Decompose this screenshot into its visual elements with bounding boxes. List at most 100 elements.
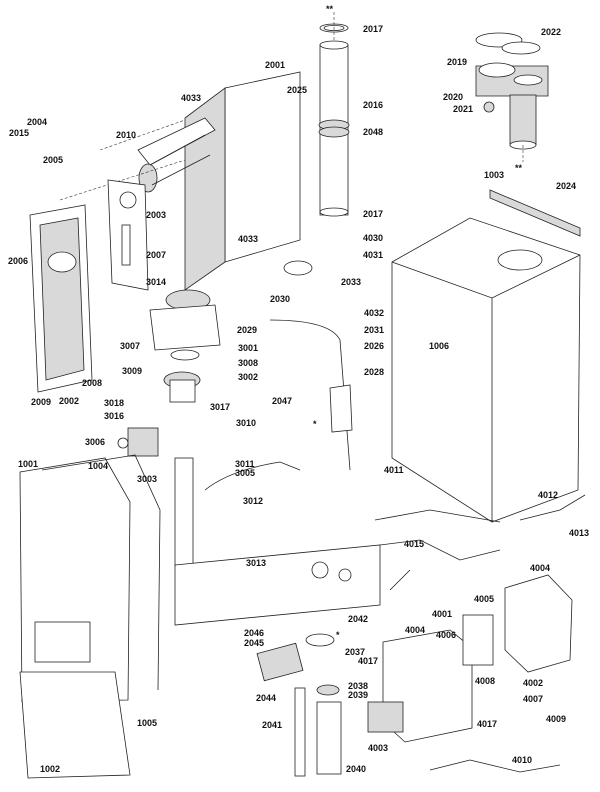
- label-3006: 3006: [85, 437, 105, 447]
- label-4003: 4003: [368, 743, 388, 753]
- label-4004: 4004: [530, 563, 550, 573]
- label-2025: 2025: [287, 85, 307, 95]
- label-2040: 2040: [346, 764, 366, 774]
- label-2026: 2026: [364, 341, 384, 351]
- label-4001: 4001: [432, 609, 452, 619]
- label-3001: 3001: [238, 343, 258, 353]
- label-3014: 3014: [146, 277, 166, 287]
- label-3013: 3013: [246, 558, 266, 568]
- label-4033: 4033: [181, 93, 201, 103]
- label-2041: 2041: [262, 720, 282, 730]
- label-4007: 4007: [523, 694, 543, 704]
- flue-adaptor-assembly: [475, 32, 549, 162]
- label-2044: 2044: [256, 693, 276, 703]
- label-2017: 2017: [363, 24, 383, 34]
- label-4010: 4010: [512, 755, 532, 765]
- label-3008: 3008: [238, 358, 258, 368]
- label-4005: 4005: [474, 594, 494, 604]
- condensate-assembly: [256, 633, 342, 777]
- label-2019: 2019: [447, 57, 467, 67]
- label-2022: 2022: [541, 27, 561, 37]
- label-2030: 2030: [270, 294, 290, 304]
- label-4013: 4013: [569, 528, 589, 538]
- flue-pipe-assembly: [318, 12, 350, 217]
- label-2016: 2016: [363, 100, 383, 110]
- label-3005: 3005: [235, 468, 255, 478]
- label-3017: 3017: [210, 402, 230, 412]
- label-4033: 4033: [238, 234, 258, 244]
- label-2037: 2037: [345, 647, 365, 657]
- label-3016: 3016: [104, 411, 124, 421]
- label-2020: 2020: [443, 92, 463, 102]
- label-2002: 2002: [59, 396, 79, 406]
- label-2024: 2024: [556, 181, 576, 191]
- label-2005: 2005: [43, 155, 63, 165]
- label-4012: 4012: [538, 490, 558, 500]
- label-4015: 4015: [404, 539, 424, 549]
- label-4017: 4017: [477, 719, 497, 729]
- label-2015: 2015: [9, 128, 29, 138]
- front-panel: [19, 454, 161, 779]
- label-4011: 4011: [384, 465, 404, 475]
- label-2046: 2046: [244, 628, 264, 638]
- label-2004: 2004: [27, 117, 47, 127]
- label-2045: 2045: [244, 638, 264, 648]
- label-3010: 3010: [236, 418, 256, 428]
- control-box: [367, 574, 573, 743]
- label-2047: 2047: [272, 396, 292, 406]
- boiler-casing: [391, 189, 581, 523]
- wiring-harness: [374, 494, 586, 773]
- label-4030: 4030: [363, 233, 383, 243]
- label-1002: 1002: [40, 764, 60, 774]
- label-2001: 2001: [265, 60, 285, 70]
- label-2006: 2006: [8, 256, 28, 266]
- label-2008: 2008: [82, 378, 102, 388]
- label-2017: 2017: [363, 209, 383, 219]
- heat-exchanger: [59, 71, 301, 291]
- label-4008: 4008: [475, 676, 495, 686]
- base-tray: [174, 544, 381, 626]
- label-1003: 1003: [484, 170, 504, 180]
- label-1005: 1005: [137, 718, 157, 728]
- label-2010: 2010: [116, 130, 136, 140]
- single-star-marker-base: *: [336, 630, 340, 640]
- label-2028: 2028: [364, 367, 384, 377]
- label-2033: 2033: [341, 277, 361, 287]
- label-2029: 2029: [237, 325, 257, 335]
- label-3009: 3009: [122, 366, 142, 376]
- label-1006: 1006: [429, 341, 449, 351]
- label-3018: 3018: [104, 398, 124, 408]
- label-3012: 3012: [243, 496, 263, 506]
- label-2048: 2048: [363, 127, 383, 137]
- star-markers: ** ** * *: [313, 4, 523, 640]
- label-2021: 2021: [453, 104, 473, 114]
- label-2003: 2003: [146, 210, 166, 220]
- part-labels: 2001 4033 2025 2017 2016 2048 2017 2022 …: [8, 24, 589, 774]
- double-star-marker-adaptor: **: [515, 163, 523, 173]
- label-4002: 4002: [523, 678, 543, 688]
- label-4004: 4004: [405, 625, 425, 635]
- label-2031: 2031: [364, 325, 384, 335]
- double-star-marker-top: **: [326, 4, 334, 14]
- single-star-marker-pipe: *: [313, 419, 317, 429]
- label-1001: 1001: [18, 459, 38, 469]
- label-2042: 2042: [348, 614, 368, 624]
- front-plate-assembly: [29, 179, 149, 393]
- label-4006: 4006: [436, 630, 456, 640]
- label-4009: 4009: [546, 714, 566, 724]
- label-4032: 4032: [364, 308, 384, 318]
- label-3011: 3011: [235, 459, 255, 469]
- label-3003: 3003: [137, 474, 157, 484]
- label-3002: 3002: [238, 372, 258, 382]
- label-3007: 3007: [120, 341, 140, 351]
- label-1004: 1004: [88, 461, 108, 471]
- label-4031: 4031: [363, 250, 383, 260]
- water-pipes: [174, 260, 353, 567]
- fan-assembly: [117, 289, 221, 457]
- label-2038: 2038: [348, 681, 368, 691]
- label-2039: 2039: [348, 690, 368, 700]
- label-4017: 4017: [358, 656, 378, 666]
- label-2009: 2009: [31, 397, 51, 407]
- label-2007: 2007: [146, 250, 166, 260]
